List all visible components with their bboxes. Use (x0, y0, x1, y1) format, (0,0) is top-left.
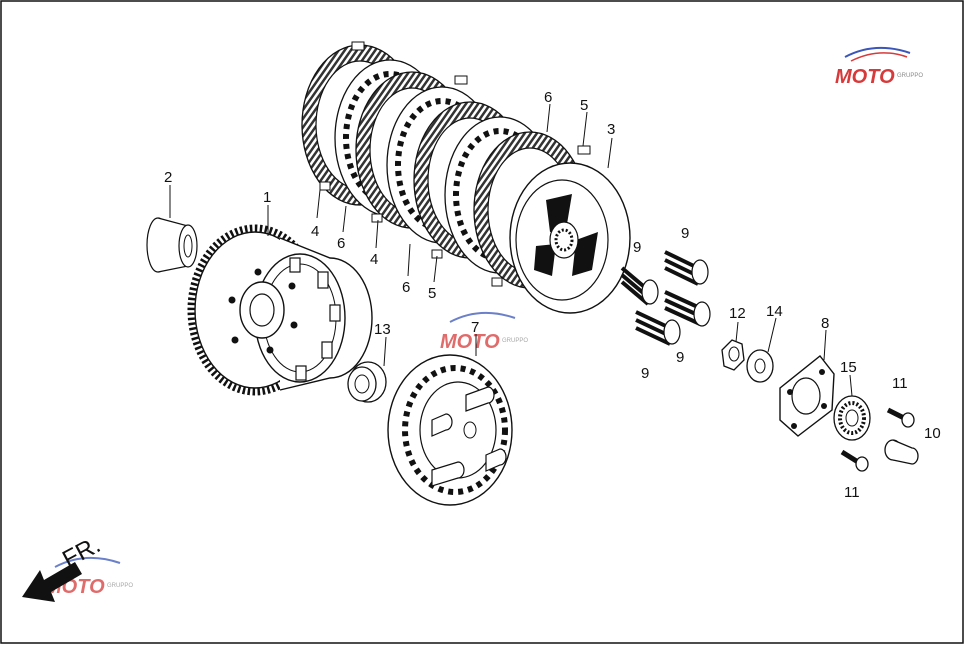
part-11-bolt-lower (840, 449, 869, 472)
callout-8: 8 (821, 315, 829, 332)
callout-6-left: 6 (337, 235, 345, 252)
callout-4-front: 4 (370, 251, 378, 268)
callout-9-left: 9 (633, 239, 641, 256)
spring-1 (620, 266, 659, 306)
part-14-washer (746, 349, 774, 383)
part-3-clutch-center (509, 162, 631, 314)
callout-11-lower: 11 (844, 484, 860, 501)
leader-lines (169, 103, 853, 397)
callout-5-lower: 5 (428, 285, 436, 302)
callout-9-right: 9 (676, 349, 684, 366)
callout-2: 2 (164, 169, 172, 186)
callout-14: 14 (766, 303, 783, 320)
callout-12: 12 (729, 305, 746, 322)
part-2-collar (146, 217, 198, 273)
watermark-logo-center: MOTO GRUPPO (440, 311, 528, 353)
part-1-clutch-outer (187, 224, 373, 396)
spring-2 (664, 250, 709, 286)
callout-11-upper: 11 (892, 375, 908, 392)
part-13-thrust-washer (347, 361, 387, 403)
callout-6-middle: 6 (402, 279, 410, 296)
callout-5-upper: 5 (580, 97, 588, 114)
disc-stack (301, 41, 591, 289)
watermark-brand-text: MOTO (440, 331, 500, 353)
part-10-lifter-piece (884, 439, 919, 465)
part-11-bolt-upper (886, 407, 915, 428)
part-8-lifter-plate (779, 355, 835, 437)
callout-6-upper: 6 (544, 89, 552, 106)
watermark-logo-top-right: MOTO GRUPPO (835, 46, 923, 88)
part-12-nut (721, 339, 745, 371)
part-15-bearing (833, 395, 871, 441)
callout-labels: 2 1 3 4 4 5 5 6 6 6 7 8 9 9 9 9 10 11 11… (164, 89, 941, 501)
callout-15: 15 (840, 359, 857, 376)
part-9-clutch-springs (620, 250, 711, 346)
callout-7: 7 (471, 319, 479, 336)
part-7-pressure-plate (387, 354, 513, 506)
spring-4 (635, 310, 681, 346)
callout-9-bottom: 9 (641, 365, 649, 382)
watermark-sub-text: GRUPPO (897, 73, 923, 79)
watermark-sub-text: GRUPPO (107, 583, 133, 589)
callout-10: 10 (924, 425, 941, 442)
callout-4-rear: 4 (311, 223, 319, 240)
callout-9-top: 9 (681, 225, 689, 242)
watermark-brand-text: MOTO (835, 66, 895, 88)
callout-1: 1 (263, 189, 271, 206)
spring-3 (664, 290, 711, 327)
callout-13: 13 (374, 321, 391, 338)
callout-3: 3 (607, 121, 615, 138)
watermark-sub-text: GRUPPO (502, 338, 528, 344)
